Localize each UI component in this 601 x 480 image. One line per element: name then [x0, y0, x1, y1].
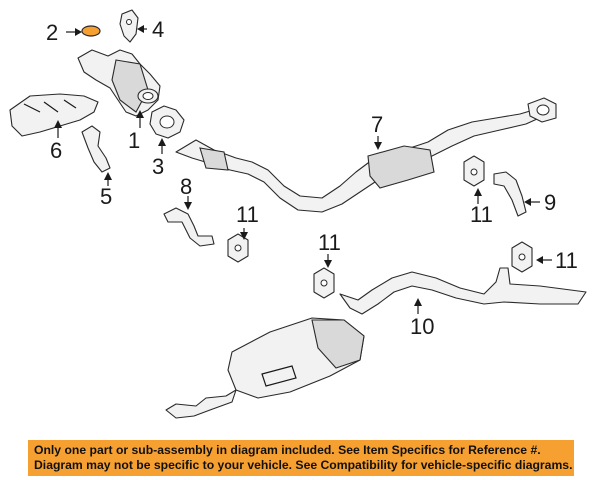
- disclaimer-line-1: Only one part or sub-assembly in diagram…: [34, 443, 541, 457]
- part-1-manifold-converter: [77, 49, 161, 128]
- callout-11-b: 11: [470, 202, 493, 227]
- callout-4: 4: [152, 17, 164, 42]
- callout-7: 7: [371, 112, 383, 137]
- callout-10: 10: [410, 314, 434, 339]
- part-11-hanger-b: [463, 155, 485, 204]
- part-11-hanger-a: [227, 228, 249, 263]
- exhaust-system-diagram: 2 4 1 6 3 5: [9, 9, 587, 419]
- callout-2: 2: [46, 20, 58, 45]
- part-8-stud-bracket: [163, 196, 215, 247]
- callout-3: 3: [152, 154, 164, 179]
- disclaimer-banner: Only one part or sub-assembly in diagram…: [28, 440, 574, 476]
- part-4-heat-shield: [119, 9, 147, 43]
- part-10-muffler-tailpipe: [165, 267, 587, 419]
- part-11-hanger-d: [511, 241, 552, 273]
- part-6-heat-shield: [9, 93, 99, 138]
- callout-11-d: 11: [555, 248, 578, 273]
- callout-9: 9: [544, 190, 556, 215]
- callout-8: 8: [180, 174, 192, 199]
- callout-6: 6: [50, 138, 62, 163]
- callout-5: 5: [100, 184, 112, 209]
- part-5-bracket: [81, 125, 112, 186]
- part-2-gasket: [66, 25, 101, 37]
- part-9-bracket: [493, 171, 540, 217]
- part-7-front-pipe: [175, 97, 557, 213]
- part-3-flange-gasket: [149, 105, 185, 154]
- callout-11-a: 11: [236, 202, 259, 227]
- disclaimer-line-2: Diagram may not be specific to your vehi…: [34, 458, 573, 472]
- callout-11-c: 11: [318, 230, 341, 255]
- callout-1: 1: [128, 128, 140, 153]
- part-11-hanger-c: [313, 254, 335, 299]
